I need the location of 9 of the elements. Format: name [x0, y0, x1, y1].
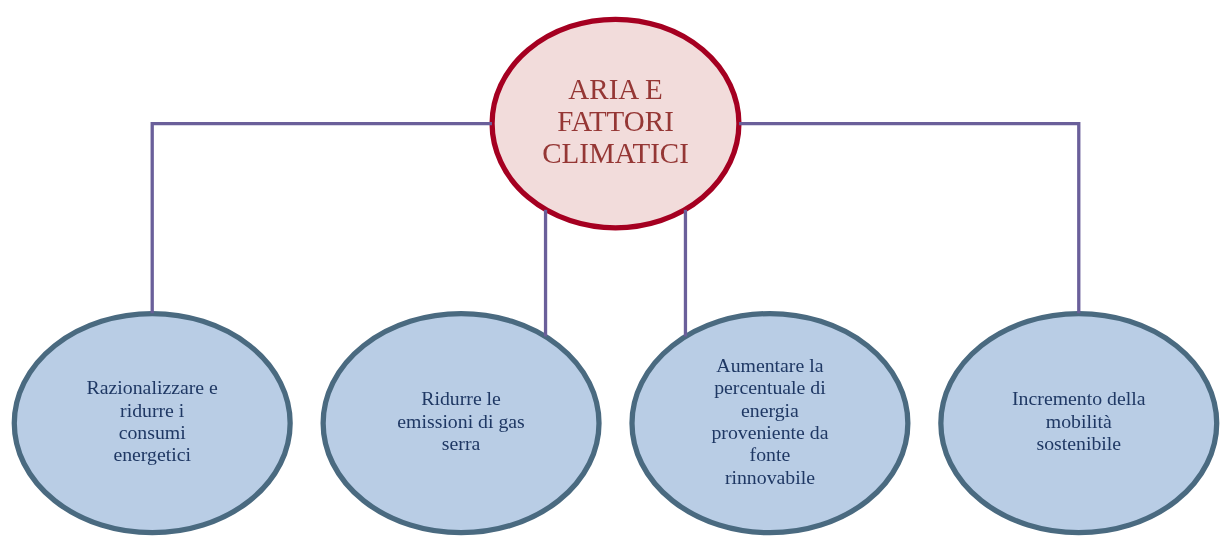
connector	[150, 121, 492, 313]
connector	[739, 121, 1081, 313]
connector	[543, 209, 548, 336]
node-ellipse: Incremento della mobilità sostenibile	[938, 310, 1220, 535]
node-ellipse: Razionalizzare e ridurre i consumi energetici	[11, 310, 293, 535]
node-ellipse: Aumentare la percentuale di energia proveniente da fonte rinnovabile	[629, 310, 911, 535]
node-ellipse: ARIA E FATTORI CLIMATICI	[489, 16, 742, 230]
node-ellipse: Ridurre le emissioni di gas serra	[320, 310, 602, 535]
connector	[683, 209, 688, 336]
